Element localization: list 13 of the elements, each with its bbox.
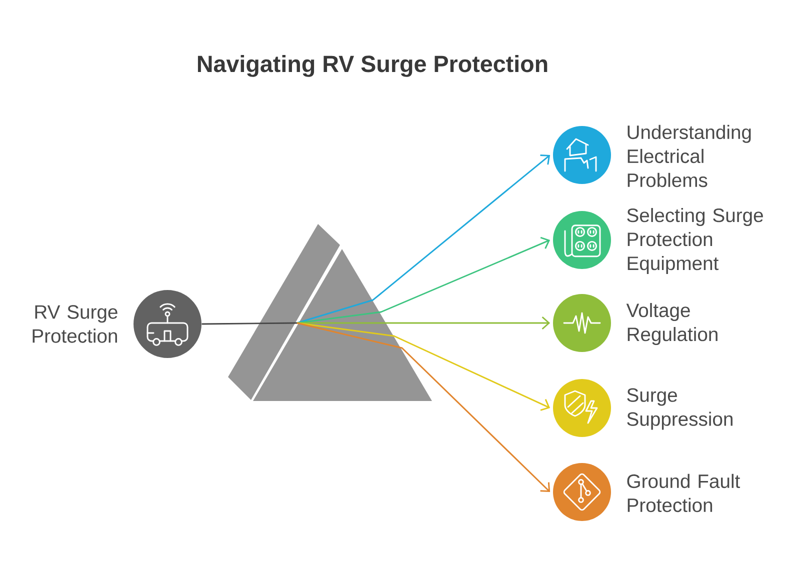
node-label: Understanding Electrical Problems [628,124,751,188]
node-label: Selecting Surge Protection Equipment [627,208,763,274]
node-label: Surge Suppression [627,388,732,430]
arrow [296,154,550,324]
node-label: Ground Fault Protection [627,474,740,512]
title: Navigating RV Surge Protection [198,55,548,77]
prism [228,224,432,401]
connector-line [202,322,298,325]
node-label: Voltage Regulation [626,302,718,345]
arrow [296,322,550,411]
arrow [296,322,550,492]
node-label: RV Surge Protection [32,305,118,343]
arrow [296,236,550,324]
